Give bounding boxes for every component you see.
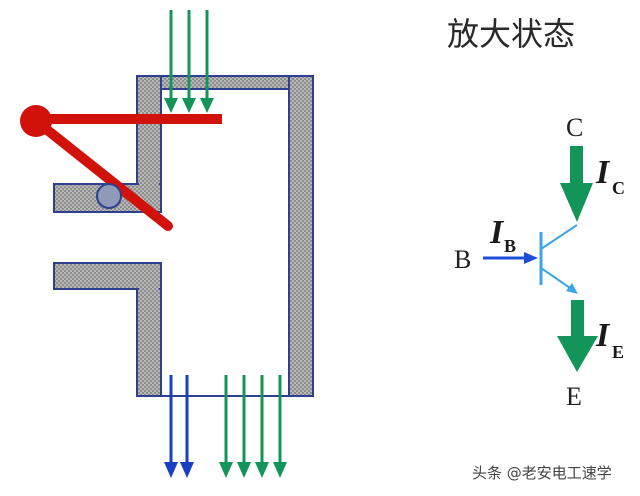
emitter-lead	[540, 267, 574, 291]
base-outflow-arrow	[164, 375, 178, 478]
emitter-label: E	[566, 382, 582, 411]
valve-handle-knob	[20, 105, 52, 137]
valve-pivot	[96, 183, 122, 209]
ic-symbol: I	[595, 154, 611, 191]
ie-subscript: E	[612, 342, 624, 362]
inflow-arrow	[200, 10, 214, 113]
main-outflow-arrow	[237, 375, 251, 478]
diagram-title: 放大状态	[447, 15, 575, 53]
ib-subscript: B	[504, 236, 516, 256]
emitter-current-arrow	[557, 300, 598, 372]
housing-right-wall	[288, 75, 314, 397]
watermark: 头条 @老安电工速学	[472, 464, 612, 482]
valve-handle-arm	[31, 116, 173, 231]
main-outflow-arrows	[219, 375, 287, 478]
ie-symbol: I	[595, 317, 611, 354]
transistor-symbol: C B E I C I B I E	[454, 113, 625, 411]
base-current-arrowhead	[524, 252, 538, 264]
inflow-arrow	[164, 10, 178, 113]
collector-label: C	[566, 113, 583, 142]
base-outflow-arrows	[164, 375, 194, 478]
housing-top-wall	[136, 75, 314, 90]
main-outflow-arrow	[273, 375, 287, 478]
inflow-arrow	[182, 10, 196, 113]
valve-lever	[20, 105, 222, 231]
main-outflow-arrow	[219, 375, 233, 478]
inflow-arrows	[164, 10, 214, 113]
base-label: B	[454, 245, 471, 274]
ic-subscript: C	[612, 178, 625, 198]
emitter-arrowhead	[566, 283, 578, 294]
collector-lead	[540, 224, 578, 250]
collector-current-arrow	[560, 146, 593, 222]
main-outflow-arrow	[255, 375, 269, 478]
base-outflow-arrow	[180, 375, 194, 478]
ib-symbol: I	[489, 214, 505, 251]
